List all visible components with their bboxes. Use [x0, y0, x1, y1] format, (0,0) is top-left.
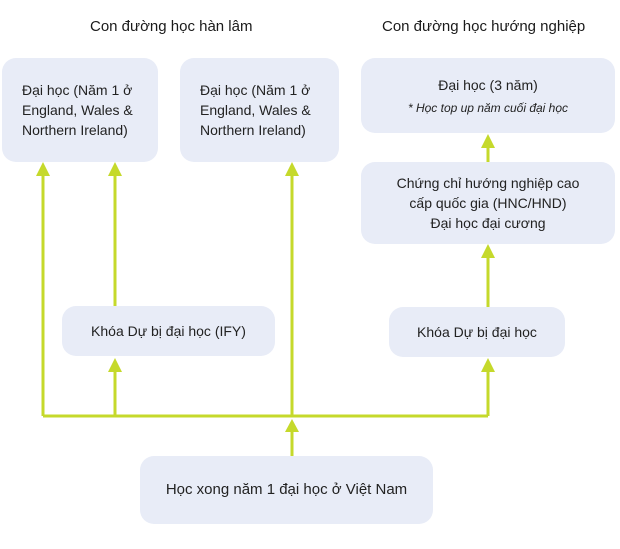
- box-line: Đại học (Năm 1 ở: [200, 82, 311, 98]
- box-university-left-1: Đại học (Năm 1 ở England, Wales & Northe…: [2, 58, 158, 162]
- box-label: Học xong năm 1 đại học ở Việt Nam: [165, 481, 408, 498]
- box-line: England, Wales &: [200, 102, 311, 118]
- heading-academic: Con đường học hàn lâm: [90, 18, 253, 35]
- box-ify: Khóa Dự bị đại học (IFY): [62, 306, 275, 356]
- box-note: * Học top up năm cuối đại học: [407, 100, 569, 115]
- arrowhead-ify-to-uni: [108, 162, 122, 176]
- box-label: Khóa Dự bị đại học (IFY): [91, 323, 246, 339]
- box-title: Đại học (3 năm): [438, 76, 538, 93]
- box-line: Northern Ireland): [200, 122, 306, 138]
- box-university-left-2: Đại học (Năm 1 ở England, Wales & Northe…: [180, 58, 339, 162]
- box-label: Khóa Dự bị đại học: [417, 324, 537, 340]
- box-line: England, Wales &: [22, 102, 133, 118]
- arrowhead-ify-up: [108, 358, 122, 372]
- box-start: Học xong năm 1 đại học ở Việt Nam: [140, 456, 433, 524]
- box-university-right: Đại học (3 năm) * Học top up năm cuối đạ…: [361, 58, 615, 133]
- box-line: Chứng chỉ hướng nghiệp cao: [396, 175, 580, 191]
- arrowhead-middle: [285, 162, 299, 176]
- box-hnd: Chứng chỉ hướng nghiệp cao cấp quốc gia …: [361, 162, 615, 244]
- box-line: Northern Ireland): [22, 122, 128, 138]
- arrowhead-left-outer: [36, 162, 50, 176]
- box-line: cấp quốc gia (HNC/HND): [409, 195, 567, 211]
- arrowhead-right-up: [481, 358, 495, 372]
- arrowhead-foundation-to-hnd: [481, 244, 495, 258]
- box-line: Đại học (Năm 1 ở: [22, 82, 133, 98]
- arrowhead-hnd-to-uni: [481, 134, 495, 148]
- box-line: Đại học đại cương: [430, 215, 546, 231]
- arrowhead-start: [285, 419, 299, 432]
- heading-vocational: Con đường học hướng nghiệp: [382, 18, 586, 35]
- box-foundation: Khóa Dự bị đại học: [389, 307, 565, 357]
